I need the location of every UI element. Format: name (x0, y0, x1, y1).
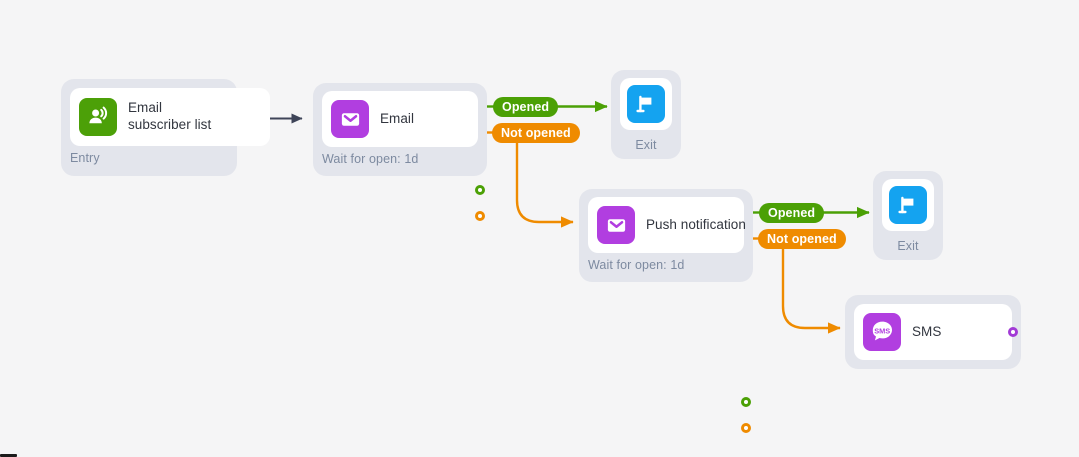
envelope-icon (331, 100, 369, 138)
exit-top-label: Exit (635, 138, 657, 152)
push-label: Push notification (646, 216, 746, 232)
sms-card[interactable]: SMS SMS (854, 304, 1012, 360)
email-port-opened[interactable] (475, 184, 485, 195)
horizontal-scrollbar-thumb[interactable] (0, 454, 17, 457)
edge-push-not-opened (750, 237, 841, 334)
email-card[interactable]: Email (322, 91, 478, 147)
node-sms[interactable]: SMS SMS (845, 295, 1021, 369)
node-exit-top[interactable]: Exit (611, 70, 681, 159)
node-entry[interactable]: Email subscriber list Entry (61, 79, 270, 176)
pill-push-opened[interactable]: Opened (759, 202, 825, 223)
push-port-opened[interactable] (741, 396, 751, 407)
sms-bubble-icon: SMS (863, 313, 901, 351)
entry-card[interactable]: Email subscriber list (70, 88, 270, 146)
sms-label: SMS (912, 323, 942, 339)
exit-bottom-label: Exit (897, 239, 919, 253)
envelope-icon (597, 206, 635, 244)
pill-email-not-opened[interactable]: Not opened (492, 122, 580, 143)
edge-email-not-opened (484, 131, 574, 228)
push-footer: Wait for open: 1d (588, 258, 685, 272)
flag-icon (627, 85, 665, 123)
email-footer: Wait for open: 1d (322, 152, 419, 166)
email-label: Email (380, 110, 415, 126)
pill-email-opened[interactable]: Opened (493, 96, 559, 117)
node-email[interactable]: Email Wait for open: 1d (313, 83, 487, 221)
contacts-group-icon (79, 98, 117, 136)
sms-glyph-text: SMS (874, 327, 890, 336)
push-port-not-opened[interactable] (741, 422, 751, 433)
flag-icon (889, 186, 927, 224)
exit-bottom-card[interactable] (882, 179, 934, 231)
push-card[interactable]: Push notification (588, 197, 746, 253)
sms-port-output[interactable] (1008, 327, 1018, 337)
pill-push-not-opened[interactable]: Not opened (758, 228, 846, 249)
email-port-not-opened[interactable] (475, 210, 485, 221)
entry-footer: Entry (70, 151, 100, 165)
node-push-notification[interactable]: Push notification Wait for open: 1d (579, 189, 753, 433)
node-exit-bottom[interactable]: Exit (873, 171, 943, 260)
entry-label: Email subscriber list (128, 100, 212, 132)
exit-top-card[interactable] (620, 78, 672, 130)
